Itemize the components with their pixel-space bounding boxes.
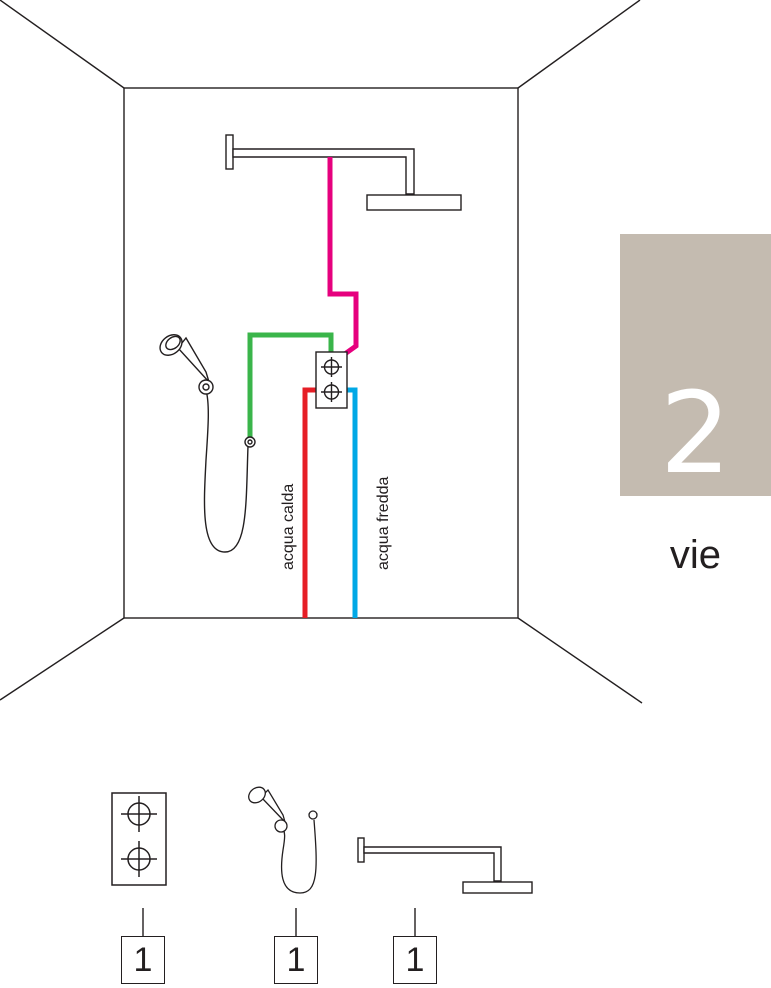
cold-water-label: acqua fredda — [375, 476, 392, 570]
pipe-network — [247, 157, 359, 618]
hot-water-pipe — [302, 387, 318, 618]
hand-shower-supply-pipe — [247, 332, 334, 440]
ways-number: 2 — [659, 369, 732, 499]
shower-arm-icon — [225, 134, 462, 211]
component-shower-arm-icon — [357, 837, 533, 894]
ways-caption: vie — [669, 533, 722, 577]
ways-badge: 2 — [620, 234, 771, 496]
cold-water-pipe — [345, 387, 358, 618]
component-mixer-icon — [111, 792, 167, 886]
shower-head-supply-pipe — [327, 157, 359, 359]
mixer-plate-icon — [315, 351, 348, 409]
hot-water-label: acqua calda — [280, 484, 297, 570]
hand-shower-icon — [159, 334, 256, 553]
shower-arm-quantity: 1 — [393, 936, 437, 984]
component-hand-shower-icon — [248, 786, 318, 894]
hand-shower-quantity: 1 — [274, 936, 318, 984]
room-outline — [0, 0, 643, 704]
mixer-quantity: 1 — [121, 936, 165, 984]
quantity-connectors — [142, 908, 416, 936]
